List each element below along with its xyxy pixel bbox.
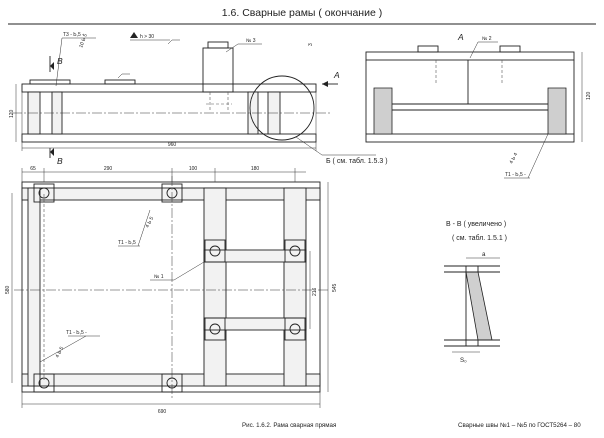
page-title: 1.6. Сварные рамы ( окончание ) <box>222 7 382 19</box>
detail-dim-s0: S₀ <box>460 357 467 364</box>
dim-290: 290 <box>104 166 113 172</box>
side-dim-120: 120 <box>586 91 592 100</box>
plan-weld-t1-top: Т1 - Ь,5 <box>118 240 136 246</box>
figure-caption: Рис. 1.6.2. Рама сварная прямая <box>242 422 336 429</box>
detail-flanges <box>444 265 500 347</box>
plan-cross-rail-2 <box>283 187 307 387</box>
top-plate-mid <box>104 79 136 85</box>
footnote: Сварные швы №1 – №5 по ГОСТ5264 – 80 <box>458 422 581 429</box>
surface-mark-2 <box>117 73 130 79</box>
dim-690: 690 <box>158 409 167 415</box>
dim-65: 65 <box>30 166 36 172</box>
bolt-pad <box>204 239 226 263</box>
bolt-pad <box>284 317 306 341</box>
bolt-pad <box>284 239 306 263</box>
plan-mid-rail <box>203 249 307 263</box>
dim-100: 100 <box>189 166 198 172</box>
weld-t3-label: Т3 - Ь,5 - <box>63 32 84 38</box>
side-left-gusset <box>373 87 393 135</box>
bolt-pad <box>161 373 183 393</box>
front-elevation-view: Б ( см. табл. 1.5.3 ) В В А Т3 - Ь,5 - 1… <box>9 32 388 166</box>
section-b-label-top: В <box>57 56 63 66</box>
side-weld-size: 4 Ь 4 <box>508 152 519 165</box>
plan-weld-size-bottom: 4 Ь 5 <box>54 346 65 359</box>
dim-3-label: 3 <box>308 43 314 46</box>
top-flange <box>21 83 317 93</box>
dim-580: 580 <box>5 285 11 294</box>
section-b-bottom-arrow <box>50 148 54 156</box>
detail-dim-a: a <box>482 251 486 258</box>
roughness-symbol <box>130 32 138 38</box>
riser-cap <box>207 41 229 49</box>
detail-title: В - В ( увеличено ) <box>446 221 506 228</box>
top-plate-left <box>29 79 71 85</box>
plan-weld-leader-top <box>137 209 151 247</box>
side-bottom-flange <box>365 133 575 143</box>
plan-weld-t1-bottom: Т1 - Ь,5 - <box>66 330 87 336</box>
section-b-top-arrow <box>50 62 54 70</box>
bolt-pad <box>204 317 226 341</box>
side-cap-left <box>417 45 439 53</box>
section-detail: В - В ( увеличено ) ( см. табл. 1.5.1 ) … <box>444 221 507 364</box>
riser-block <box>202 47 234 93</box>
dim-960-label: 960 <box>168 142 177 148</box>
view-a-label: А <box>333 70 340 80</box>
bottom-flange <box>21 133 317 143</box>
detail-weld <box>465 271 493 341</box>
side-elevation-view: А № 2 120 Т1 - Ь,5 - 4 Ь 4 <box>365 32 592 179</box>
bolt-pad <box>33 373 55 393</box>
roughness-label: h > 30 <box>140 34 154 40</box>
mark-1-label: № 1 <box>154 274 164 280</box>
side-top-flange <box>365 51 575 61</box>
bolt-pad <box>161 183 183 203</box>
mark-3-leader <box>225 43 239 53</box>
dim-120-left: 120 <box>9 109 15 118</box>
plan-outline <box>21 181 321 393</box>
dim-180: 180 <box>251 166 260 172</box>
detail-b-circle <box>249 75 315 141</box>
plan-mid-rail-2 <box>203 317 307 331</box>
side-view-label: А <box>457 32 464 42</box>
plan-left-rail <box>27 187 41 387</box>
side-weld-t1: Т1 - Ь,5 - <box>505 172 526 178</box>
detail-inner <box>444 271 500 341</box>
surface-mark <box>167 39 180 45</box>
side-right-gusset <box>547 87 567 135</box>
plan-weld-leader-bottom <box>39 335 87 363</box>
weld-size-label: 10 Ь 5 <box>78 33 89 49</box>
mark-2-leader <box>469 41 479 59</box>
plan-weld-size-top: 4 Ь 5 <box>144 216 155 229</box>
side-weld-leader <box>527 133 549 179</box>
mark-3-label: № 3 <box>246 38 256 44</box>
detail-ref: ( см. табл. 1.5.1 ) <box>452 234 507 242</box>
detail-b-leader <box>295 136 323 156</box>
detail-b-callout: Б ( см. табл. 1.5.3 ) <box>326 157 388 165</box>
bolt-pad <box>33 183 55 203</box>
plan-bottom-rail <box>21 373 321 387</box>
side-cap-right <box>499 45 521 53</box>
weld-t3-leader <box>55 37 63 87</box>
section-b-label-bottom: В <box>57 156 63 166</box>
dim-545: 545 <box>332 283 338 292</box>
plan-view: 65 290 100 180 580 545 216 690 Т1 - Ь,5 … <box>5 166 338 415</box>
mark-1-leader <box>173 261 205 281</box>
view-a-arrowhead <box>322 81 328 87</box>
plan-cross-rail-1 <box>203 187 227 387</box>
dim-216: 216 <box>312 287 318 296</box>
mark-2-label: № 2 <box>482 36 492 42</box>
